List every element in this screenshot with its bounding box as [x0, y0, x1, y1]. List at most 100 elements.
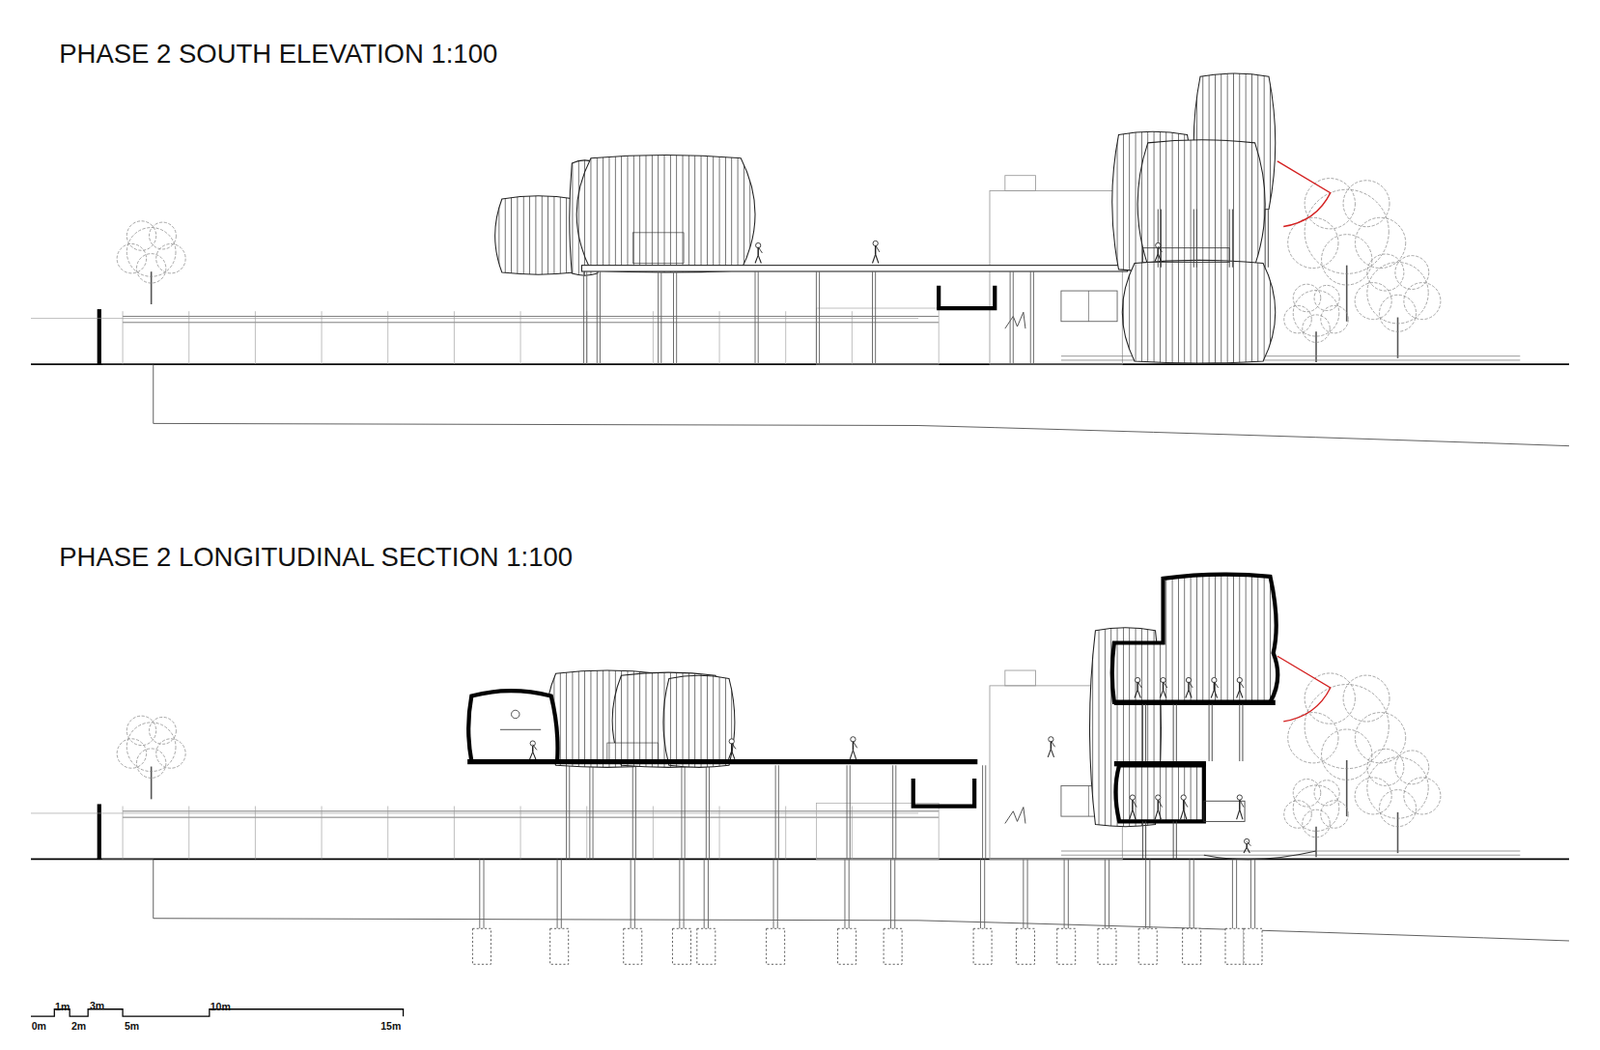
line-work	[707, 858, 709, 928]
line-work	[731, 742, 736, 749]
line-work	[1137, 681, 1142, 688]
line-work	[785, 806, 786, 860]
tree-crown	[1321, 234, 1373, 285]
ribbed-canopy	[1137, 140, 1265, 268]
tree-crown	[126, 221, 156, 251]
line-work	[478, 858, 480, 928]
figure-head	[850, 736, 856, 742]
line-work	[1232, 209, 1234, 268]
pile-footing	[973, 927, 992, 964]
window	[1061, 290, 1118, 322]
line-work	[1189, 858, 1191, 928]
line-work	[1188, 689, 1192, 698]
ribbed-canopy	[663, 674, 735, 767]
line-work	[254, 310, 256, 365]
south-elevation	[30, 73, 1570, 447]
pile-footing	[1182, 927, 1202, 964]
line-work	[1173, 703, 1175, 761]
planter	[1005, 311, 1026, 329]
tower-upper-section	[1112, 574, 1278, 702]
line-work	[1211, 703, 1213, 761]
line-work	[589, 764, 590, 859]
line-work	[1047, 748, 1051, 757]
line-work	[188, 310, 190, 365]
quay-wall	[97, 308, 102, 365]
line-work	[1145, 703, 1147, 761]
line-work	[1134, 689, 1138, 698]
human-figure	[1154, 242, 1162, 261]
tree	[116, 715, 186, 799]
line-work	[818, 271, 820, 365]
stair	[632, 232, 684, 264]
line-work	[1108, 858, 1110, 928]
tree-crown	[126, 722, 176, 772]
line-work	[1213, 689, 1217, 698]
tree-crown	[1367, 261, 1429, 323]
pile-footing	[838, 927, 857, 964]
pile-footing	[883, 927, 902, 964]
tree-crown	[1304, 178, 1355, 229]
line-work	[1157, 253, 1161, 262]
tree-crown	[1292, 779, 1321, 808]
line-work	[848, 858, 850, 928]
tree-crown	[1302, 809, 1331, 838]
line-work	[632, 764, 634, 859]
line-work	[1232, 858, 1234, 928]
line-work	[851, 310, 853, 365]
line-work	[1157, 799, 1162, 808]
line-work	[1157, 809, 1161, 819]
line-work	[1012, 271, 1014, 365]
line-work	[1061, 854, 1520, 856]
line-work	[1188, 681, 1193, 688]
line-work	[387, 310, 389, 365]
line-work	[757, 247, 762, 253]
line-work	[1239, 809, 1243, 819]
line-work	[757, 271, 759, 365]
tree-crown	[156, 243, 186, 273]
figure-head	[1180, 794, 1186, 800]
line-work	[592, 764, 594, 859]
line-work	[520, 310, 522, 365]
line-work	[254, 806, 256, 860]
tree-crown	[1403, 777, 1441, 815]
ribbed-canopy	[495, 196, 583, 275]
scale-label: 3m	[89, 1000, 105, 1011]
line-work	[1149, 858, 1151, 928]
line-work	[1061, 355, 1520, 357]
line-work	[1010, 271, 1011, 365]
line-work	[785, 310, 786, 365]
line-work	[982, 764, 983, 859]
ribbed-canopy	[1122, 259, 1275, 364]
line-work	[1254, 858, 1256, 928]
pile-footing	[1015, 927, 1035, 964]
line-work	[533, 751, 536, 759]
line-work	[673, 271, 674, 365]
line-work	[1315, 826, 1318, 858]
line-work	[680, 764, 682, 859]
tree-crown	[1284, 800, 1313, 829]
line-work	[657, 271, 659, 365]
line-work	[846, 764, 848, 859]
pile-footing	[1225, 927, 1244, 964]
line-work	[1145, 820, 1147, 859]
line-work	[568, 764, 570, 859]
tree-crown	[149, 222, 177, 250]
line-work	[875, 245, 880, 253]
balcony-rail	[1204, 800, 1245, 821]
line-work	[483, 858, 485, 928]
line-work	[321, 310, 323, 365]
line-work	[1239, 799, 1244, 808]
clock	[511, 709, 520, 718]
tree-crown	[1395, 750, 1430, 785]
line-work	[30, 812, 919, 814]
line-work	[500, 729, 541, 730]
chimney	[1005, 175, 1037, 192]
line-work	[1229, 209, 1231, 268]
tree-crown	[1304, 684, 1389, 769]
line-work	[1129, 809, 1133, 819]
line-work	[678, 858, 680, 928]
pile-footing	[1097, 927, 1117, 964]
line-work	[453, 806, 455, 860]
human-figure	[729, 738, 736, 759]
tree-crown	[1403, 282, 1441, 320]
